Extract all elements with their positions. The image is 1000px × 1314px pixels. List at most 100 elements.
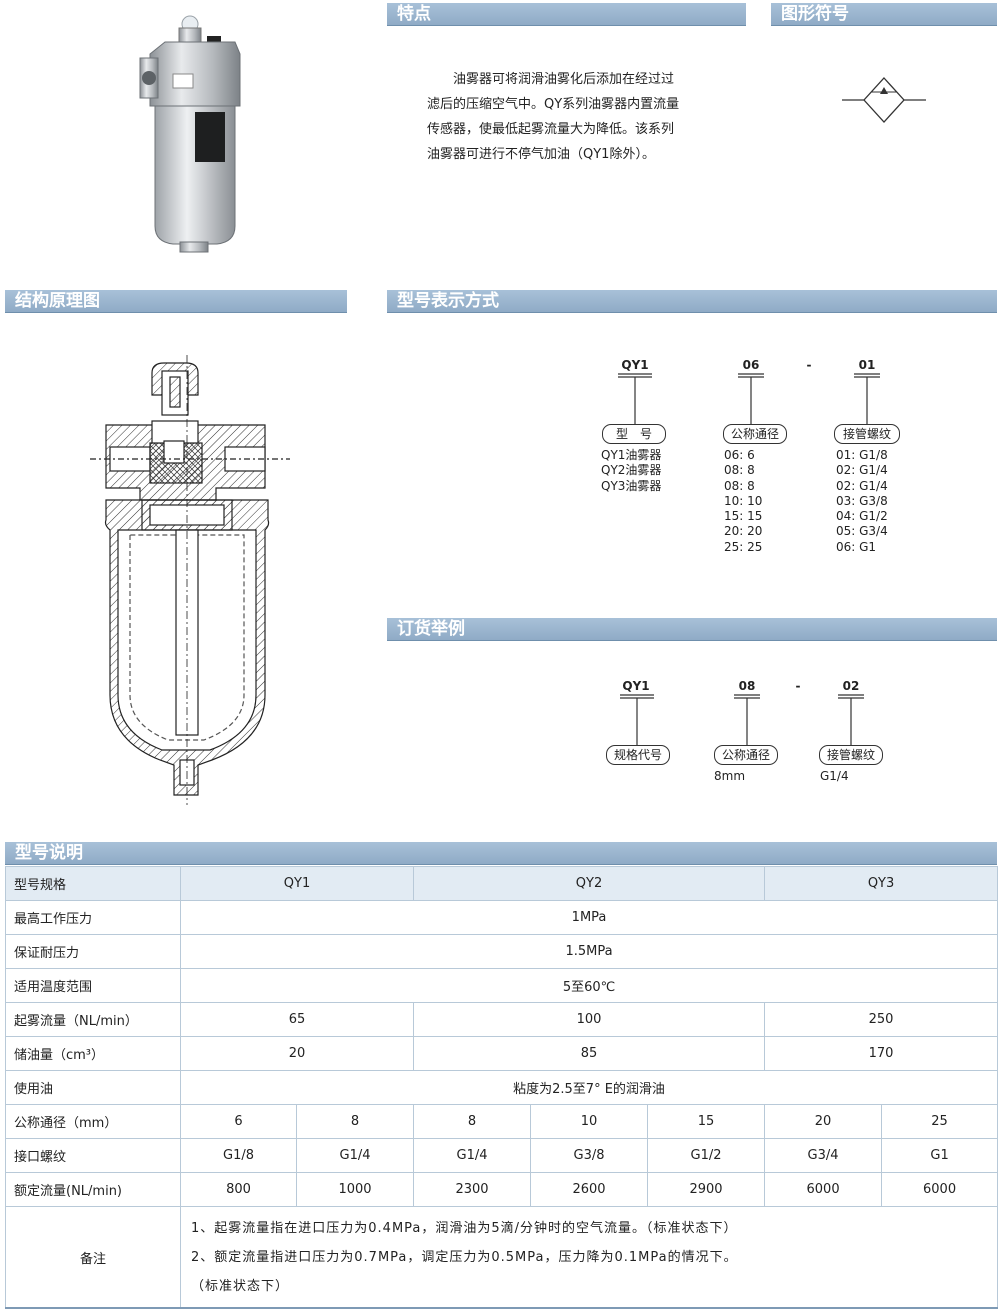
- table-cell: 保证耐压力: [5, 934, 181, 969]
- label-spec-code: 规格代号: [606, 745, 670, 765]
- table-cell: 1.5MPa: [179, 934, 999, 969]
- code-seg-model: QY1: [621, 358, 649, 372]
- order-connector-lines: [620, 694, 864, 745]
- note-line: 1、起雾流量指在进口压力为0.4MPa，润滑油为5滴/分钟时的空气流量。（标准状…: [191, 1220, 738, 1236]
- label-order-thread: 接管螺纹: [819, 745, 883, 765]
- note-line: 2、额定流量指进口压力为0.7MPa，调定压力为0.5MPa，压力降为0.1MP…: [191, 1249, 738, 1265]
- order-seg-model: QY1: [622, 679, 650, 693]
- table-row: 起雾流量（NL/min） 65 100 250: [5, 1002, 999, 1037]
- table-cell: 25: [881, 1104, 999, 1139]
- order-example-header: 订货举例: [387, 618, 997, 641]
- structure-header: 结构原理图: [5, 290, 347, 313]
- label-model-type: 型 号: [602, 424, 666, 444]
- label-pipe-thread: 接管螺纹: [834, 424, 900, 444]
- code-seg-bore: 06: [742, 358, 760, 372]
- table-cell: 170: [764, 1036, 999, 1071]
- table-cell: 1000: [295, 1172, 415, 1207]
- order-bore-value: 8mm: [714, 769, 746, 783]
- features-header: 特点: [387, 3, 746, 26]
- table-cell: 储油量（cm³）: [5, 1036, 181, 1071]
- list-item: 10: 10: [724, 493, 763, 508]
- table-row: 保证耐压力 1.5MPa: [5, 934, 999, 969]
- model-spec-header: 型号说明: [5, 842, 997, 865]
- table-cell: 65: [179, 1002, 415, 1037]
- table-cell: 20: [179, 1036, 415, 1071]
- table-cell: 公称通径（mm）: [5, 1104, 181, 1139]
- list-item: 04: G1/2: [836, 509, 888, 524]
- table-cell: 100: [413, 1002, 766, 1037]
- table-cell: 适用温度范围: [5, 968, 181, 1003]
- table-cell: 6000: [764, 1172, 883, 1207]
- table-cell: 250: [764, 1002, 999, 1037]
- list-item: 02: G1/4: [836, 463, 888, 478]
- table-cell: QY1: [179, 866, 415, 901]
- table-cell: 1MPa: [179, 900, 999, 935]
- feature-description: 油雾器可将润滑油雾化后添加在经过过 滤后的压缩空气中。QY系列油雾器内置流量 传…: [427, 67, 727, 167]
- table-notes-row: 备注 1、起雾流量指在进口压力为0.4MPa，润滑油为5滴/分钟时的空气流量。（…: [5, 1206, 999, 1309]
- code-connector-lines: [618, 373, 880, 424]
- list-item: 05: G3/4: [836, 524, 888, 539]
- order-dash: -: [795, 679, 801, 693]
- model-format-header: 型号表示方式: [387, 290, 997, 313]
- table-cell: 最高工作压力: [5, 900, 181, 935]
- list-item: 03: G3/8: [836, 493, 888, 508]
- label-order-bore: 公称通径: [714, 745, 778, 765]
- symbol-header: 图形符号: [771, 3, 997, 26]
- table-cell: 6: [180, 1104, 297, 1139]
- list-item: QY3油雾器: [601, 478, 662, 493]
- list-item: 02: G1/4: [836, 478, 888, 493]
- code-seg-thread: 01: [858, 358, 876, 372]
- thread-list: 01: G1/8 02: G1/4 02: G1/4 03: G3/8 04: …: [836, 448, 888, 555]
- list-item: 25: 25: [724, 539, 763, 554]
- product-photo: [135, 14, 255, 254]
- table-cell: 15: [647, 1104, 766, 1139]
- table-row: 接口螺纹 G1/8 G1/4 G1/4 G3/8 G1/2 G3/4 G1: [5, 1138, 999, 1173]
- table-cell: 2600: [530, 1172, 649, 1207]
- table-cell: QY2: [413, 866, 766, 901]
- order-seg-thread: 02: [842, 679, 860, 693]
- table-row: 适用温度范围 5至60℃: [5, 968, 999, 1003]
- list-item: 06: 6: [724, 448, 755, 462]
- list-item: 06: G1: [836, 539, 877, 554]
- description-line: 油雾器可进行不停气加油（QY1除外）。: [427, 147, 655, 162]
- list-item: 08: 8: [724, 478, 755, 493]
- table-cell: 5至60℃: [179, 968, 999, 1003]
- table-cell: G1: [881, 1138, 999, 1173]
- table-cell: 使用油: [5, 1070, 181, 1105]
- list-item: 01: G1/8: [836, 448, 888, 462]
- table-cell: 85: [413, 1036, 766, 1071]
- table-cell: 800: [180, 1172, 297, 1207]
- table-header-row: 型号规格 QY1 QY2 QY3: [5, 866, 999, 901]
- spec-table: 型号规格 QY1 QY2 QY3 最高工作压力 1MPa 保证耐压力 1.5MP…: [5, 866, 999, 1309]
- table-cell: G3/4: [764, 1138, 883, 1173]
- description-line: 滤后的压缩空气中。QY系列油雾器内置流量: [427, 97, 680, 112]
- note-line: （标准状态下）: [191, 1278, 290, 1294]
- table-row: 最高工作压力 1MPa: [5, 900, 999, 935]
- table-cell: G1/8: [180, 1138, 297, 1173]
- table-cell: 8: [413, 1104, 532, 1139]
- order-seg-bore: 08: [738, 679, 756, 693]
- table-cell: QY3: [764, 866, 999, 901]
- table-cell: 2900: [647, 1172, 766, 1207]
- list-item: QY1油雾器: [601, 448, 662, 462]
- description-line: 传感器，使最低起雾流量大为降低。该系列: [427, 122, 675, 137]
- list-item: QY2油雾器: [601, 463, 662, 478]
- label-nominal-bore: 公称通径: [723, 424, 787, 444]
- list-item: 15: 15: [724, 509, 763, 524]
- table-cell: 8: [295, 1104, 415, 1139]
- table-cell: 额定流量(NL/min): [5, 1172, 181, 1207]
- table-cell: 型号规格: [5, 866, 181, 901]
- model-type-list: QY1油雾器 QY2油雾器 QY3油雾器: [601, 448, 661, 494]
- table-row: 使用油 粘度为2.5至7° E的润滑油: [5, 1070, 999, 1105]
- table-cell: 起雾流量（NL/min）: [5, 1002, 181, 1037]
- notes-cell: 1、起雾流量指在进口压力为0.4MPa，润滑油为5滴/分钟时的空气流量。（标准状…: [179, 1206, 999, 1309]
- table-row: 储油量（cm³） 20 85 170: [5, 1036, 999, 1071]
- table-cell: G1/2: [647, 1138, 766, 1173]
- table-cell: G1/4: [295, 1138, 415, 1173]
- table-row: 额定流量(NL/min) 800 1000 2300 2600 2900 600…: [5, 1172, 999, 1207]
- order-thread-value: G1/4: [820, 769, 849, 783]
- table-cell: 2300: [413, 1172, 532, 1207]
- code-dash: -: [806, 358, 812, 372]
- structure-diagram: [90, 355, 295, 805]
- table-cell: G3/8: [530, 1138, 649, 1173]
